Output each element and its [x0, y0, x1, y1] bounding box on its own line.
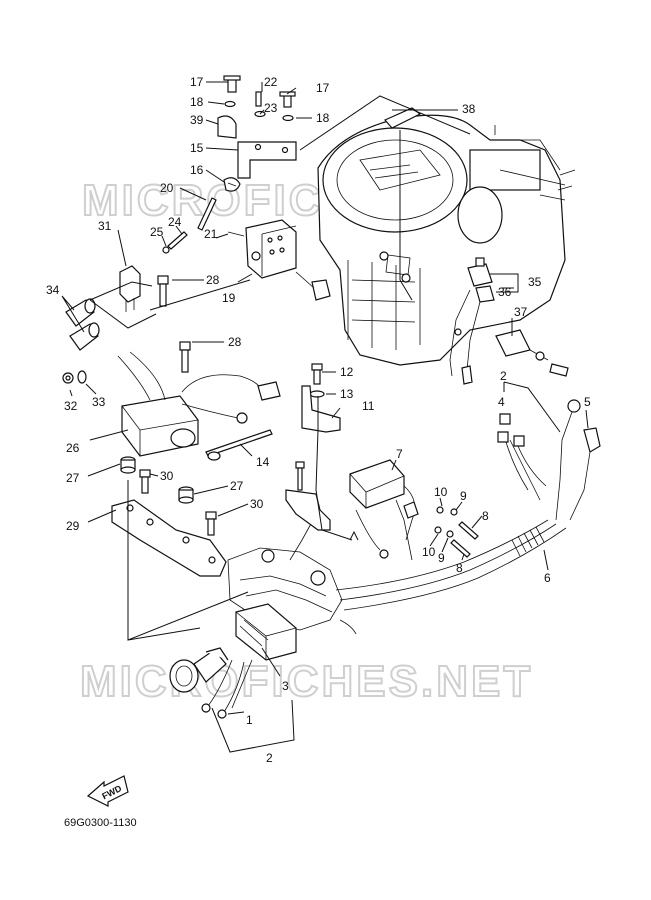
callout-27-right: 27	[230, 479, 244, 493]
harness-6	[335, 399, 601, 611]
engine-block	[317, 114, 576, 366]
lower-harness	[227, 521, 357, 635]
frame-lines	[89, 95, 471, 641]
callout-36: 36	[498, 285, 512, 299]
callout-32: 32	[64, 399, 78, 413]
relay-19	[227, 219, 331, 301]
grommet-33	[77, 370, 87, 384]
callout-20: 20	[160, 181, 174, 195]
callout-21: 21	[204, 227, 218, 241]
callout-30-upper: 30	[160, 469, 174, 483]
bracket-assembly	[217, 75, 297, 192]
callout-lines	[61, 81, 589, 753]
cable-tie-14	[205, 429, 273, 457]
callout-27-left: 27	[66, 471, 80, 485]
callout-14: 14	[256, 455, 270, 469]
callout-8-upper: 8	[482, 509, 489, 523]
callout-22: 22	[264, 75, 278, 89]
middle-bracket	[285, 461, 331, 531]
spacer-27-left	[120, 456, 136, 474]
fasteners-8-9-10	[434, 506, 479, 558]
bracket-11	[301, 385, 341, 433]
bolt-24	[167, 231, 188, 250]
callout-2-bottom: 2	[266, 751, 273, 765]
sleeve-34	[65, 298, 100, 351]
callout-10-lower: 10	[422, 545, 436, 559]
callout-24: 24	[168, 215, 182, 229]
callout-18-right: 18	[316, 111, 330, 125]
bolt-12	[311, 363, 323, 385]
callout-35: 35	[528, 275, 542, 289]
callout-9-lower: 9	[438, 551, 445, 565]
callout-39: 39	[190, 113, 204, 127]
callout-labels: 17 22 17 18 23 38 39 18 15 16 20 31 24 2…	[46, 75, 591, 765]
callout-23: 23	[264, 101, 278, 115]
callout-28-upper: 28	[206, 273, 220, 287]
clip-38	[384, 107, 422, 129]
bolt-28-upper	[157, 275, 169, 307]
callout-37: 37	[514, 305, 528, 319]
switch-panel-3	[235, 603, 297, 661]
callout-28-lower: 28	[228, 335, 242, 349]
key-switch-1	[169, 647, 253, 719]
callout-7: 7	[396, 447, 403, 461]
callout-2-right: 2	[500, 369, 507, 383]
callout-5: 5	[584, 395, 591, 409]
callout-10-upper: 10	[434, 485, 448, 499]
rod-20	[197, 197, 217, 231]
callout-17-top-left: 17	[190, 75, 204, 89]
switch-31	[119, 265, 141, 312]
callout-34: 34	[46, 283, 60, 297]
callout-29: 29	[66, 519, 80, 533]
callout-30-lower: 30	[250, 497, 264, 511]
callout-19: 19	[222, 291, 236, 305]
callout-6: 6	[544, 571, 551, 585]
callout-26: 26	[66, 441, 80, 455]
callout-1: 1	[246, 713, 253, 727]
starter-relay-7	[349, 459, 419, 561]
connector-35-36	[449, 257, 495, 385]
callout-25: 25	[150, 225, 164, 239]
callout-13: 13	[340, 387, 354, 401]
diagram-code: 69G0300-1130	[64, 817, 137, 829]
module-26	[117, 351, 281, 457]
washer-13	[309, 390, 325, 398]
callout-4: 4	[498, 395, 505, 409]
spacer-27-right	[178, 486, 194, 504]
callout-12: 12	[340, 365, 354, 379]
callout-15: 15	[190, 141, 204, 155]
bolt-28-lower	[179, 341, 191, 373]
callout-31: 31	[98, 219, 112, 233]
callout-3: 3	[282, 679, 289, 693]
bolt-30-lower	[205, 511, 217, 536]
callout-17-top-right: 17	[316, 81, 330, 95]
callout-38: 38	[462, 102, 476, 116]
fwd-arrow: FWD	[86, 775, 129, 807]
watermark-bottom: MICROFICHES.NET	[80, 657, 533, 706]
callout-11: 11	[362, 399, 375, 413]
callout-18-left: 18	[190, 95, 204, 109]
plate-29	[111, 499, 227, 577]
callout-33: 33	[92, 395, 106, 409]
bolt-30-upper	[139, 469, 151, 494]
callout-16: 16	[190, 163, 204, 177]
callout-9-upper: 9	[460, 489, 467, 503]
clamp-37	[495, 329, 569, 377]
callout-8-lower: 8	[456, 561, 463, 575]
nut-25	[162, 246, 170, 254]
